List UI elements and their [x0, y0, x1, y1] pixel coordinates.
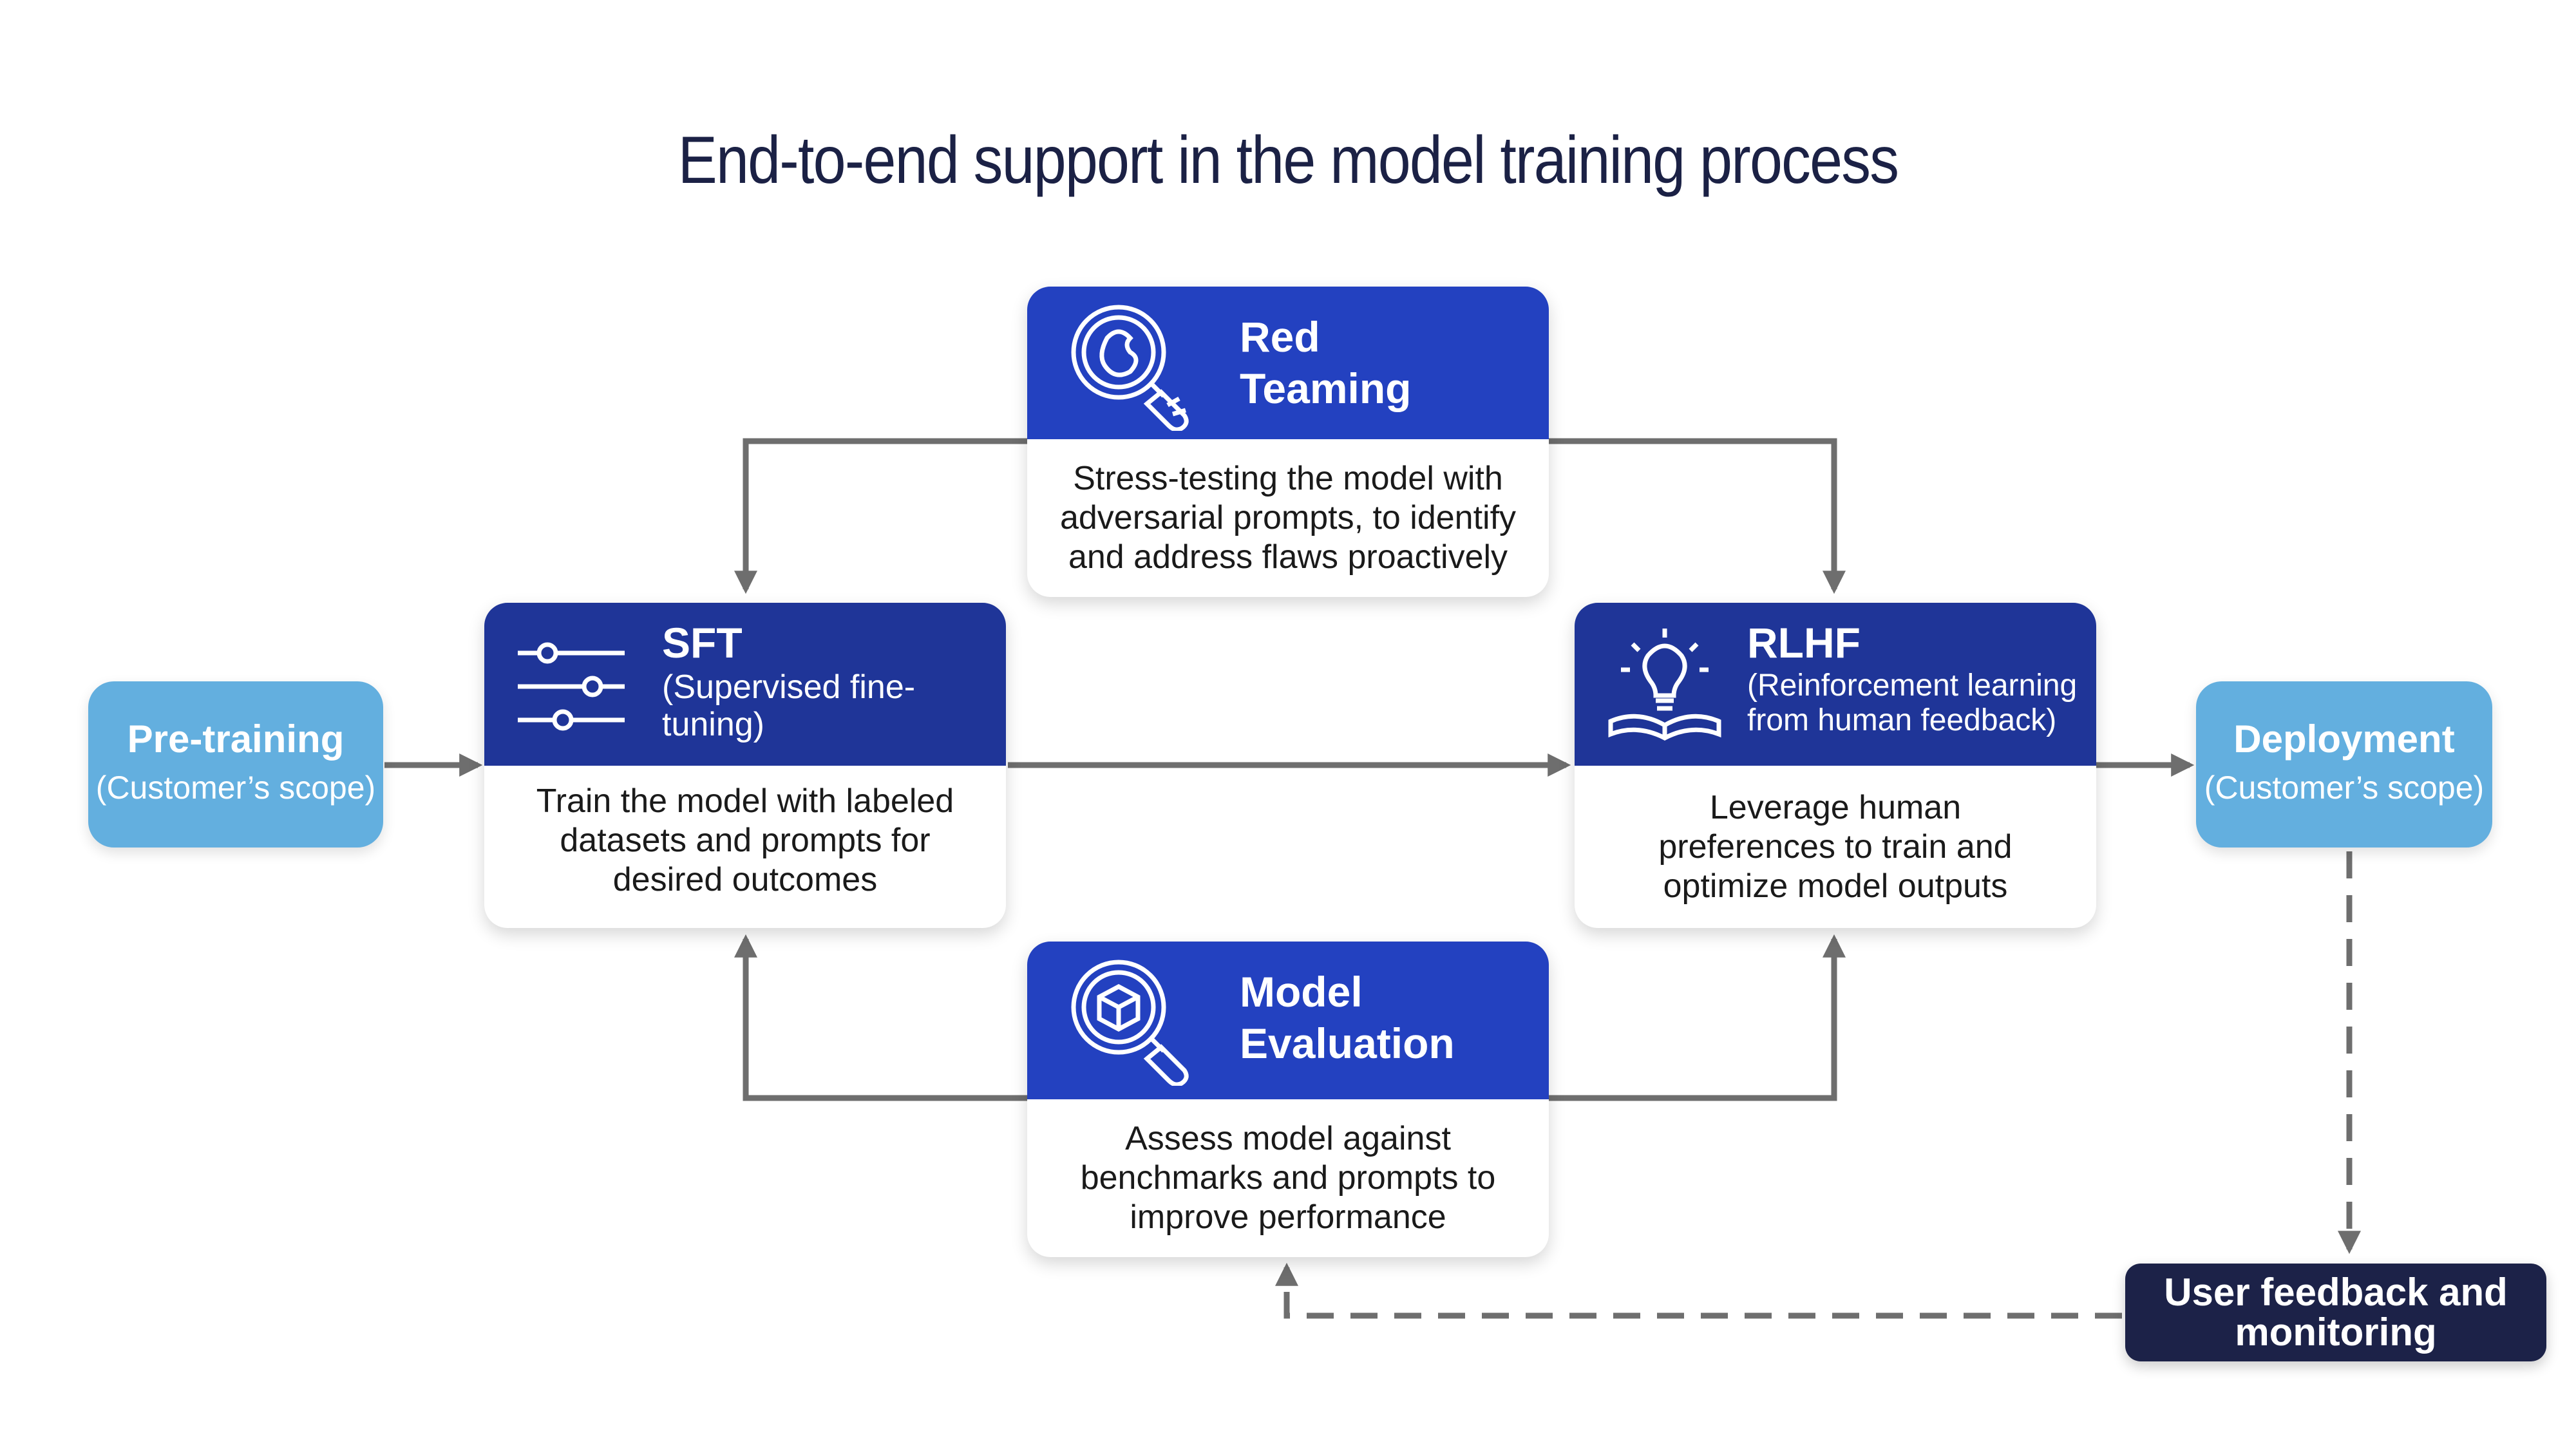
- deployment-box: Deployment (Customer’s scope): [2196, 681, 2492, 848]
- magnifier-cube-icon: [1071, 960, 1189, 1086]
- arrow-redteam-to-rlhf: [1549, 438, 1846, 594]
- arrow-eval-to-rlhf: [1549, 934, 1846, 1101]
- arrow-redteam-to-sft: [734, 438, 1027, 594]
- sft-subtitle: (Supervised fine-tuning): [662, 668, 916, 743]
- red-teaming-description: Stress-testing the model with adversaria…: [1059, 460, 1517, 576]
- sft-title: SFT: [662, 619, 743, 667]
- deployment-sublabel: (Customer’s scope): [2204, 770, 2485, 806]
- model-evaluation-card: Model Evaluation Assess model against be…: [1027, 942, 1549, 1257]
- model-evaluation-title: Model Evaluation: [1240, 968, 1455, 1067]
- arrow-feedback-to-eval: [1275, 1262, 2122, 1319]
- user-feedback-label: User feedback and monitoring: [2164, 1271, 2508, 1354]
- sft-card: SFT (Supervised fine-tuning) Train the m…: [484, 603, 1006, 928]
- deployment-label: Deployment: [2233, 717, 2455, 761]
- rlhf-description: Leverage human preferences to train and …: [1658, 789, 2012, 905]
- rlhf-title: RLHF: [1747, 619, 1861, 667]
- red-teaming-title: Red Teaming: [1240, 313, 1412, 412]
- rlhf-card: RLHF (Reinforcement learning from human …: [1575, 603, 2096, 928]
- pretraining-label: Pre-training: [127, 717, 345, 761]
- red-teaming-card: Red Teaming Stress-testing the model wit…: [1027, 287, 1549, 597]
- arrow-eval-to-sft: [734, 934, 1027, 1101]
- model-evaluation-description: Assess model against benchmarks and prom…: [1080, 1120, 1496, 1236]
- sliders-icon: [518, 642, 625, 731]
- page-title: End-to-end support in the model training…: [677, 123, 1899, 198]
- rlhf-subtitle: (Reinforcement learning from human feedb…: [1747, 668, 2078, 737]
- user-feedback-box: User feedback and monitoring: [2125, 1264, 2546, 1361]
- pretraining-sublabel: (Customer’s scope): [95, 770, 376, 806]
- pretraining-box: Pre-training (Customer’s scope): [88, 681, 383, 848]
- lightbulb-book-icon: [1608, 629, 1721, 741]
- magnifier-bug-icon: [1071, 305, 1189, 431]
- sft-description: Train the model with labeled datasets an…: [536, 782, 954, 898]
